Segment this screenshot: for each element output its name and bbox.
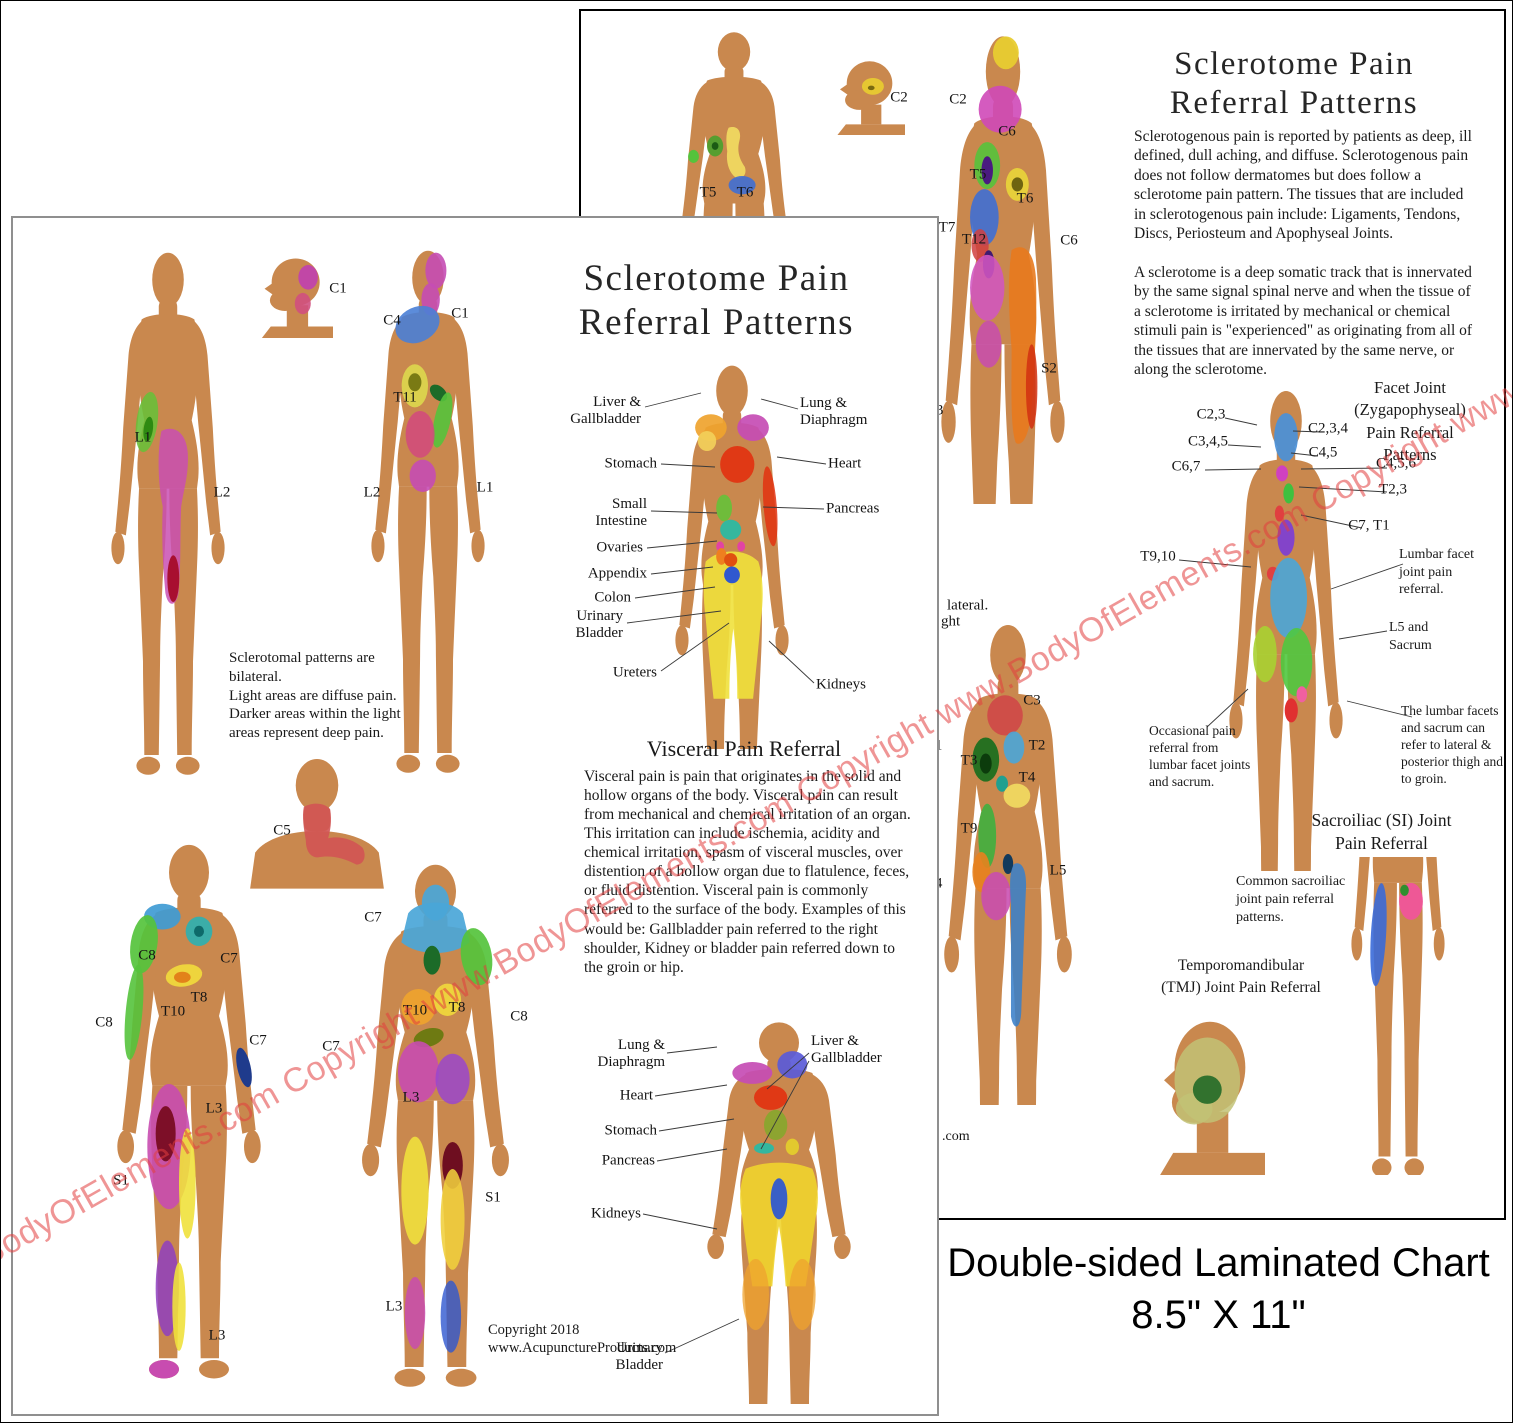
sacroiliac-heading: Sacroiliac (SI) Joint Pain Referral bbox=[1311, 810, 1452, 853]
bilateral-note: Sclerotomal patterns are bilateral. Ligh… bbox=[229, 650, 401, 741]
product-caption: Double-sided Laminated Chart 8.5" X 11" bbox=[926, 1237, 1511, 1341]
back-intro-paragraph-1: Sclerotogenous pain is reported by patie… bbox=[1134, 128, 1472, 242]
back-upper-posterior-figure bbox=[941, 36, 1065, 504]
c1-head-profile bbox=[261, 258, 333, 338]
lower-posterior-figure bbox=[362, 864, 509, 1387]
visceral-pain-paragraph: Visceral pain is pain that originates in… bbox=[584, 768, 911, 976]
front-posterior-figure bbox=[371, 250, 485, 773]
tmj-head-figure bbox=[1160, 1021, 1265, 1175]
front-page-title: Sclerotome Pain Referral Patterns bbox=[554, 257, 879, 344]
facet-note-occasional: Occasional pain referral from lumbar fac… bbox=[1149, 723, 1251, 789]
front-title-line1: Sclerotome Pain bbox=[583, 258, 850, 299]
si-joint-figure bbox=[1351, 857, 1445, 1175]
copyright-line1: Copyright 2018 bbox=[488, 1322, 580, 1338]
caption-line2: 8.5" X 11" bbox=[1131, 1293, 1306, 1337]
back-title-line2: Referral Patterns bbox=[1169, 84, 1419, 121]
sacroiliac-note: Common sacroiliac joint pain referral pa… bbox=[1236, 874, 1346, 926]
c5-neck-figure bbox=[250, 759, 384, 889]
visceral-anterior-figure bbox=[675, 365, 789, 749]
tmj-heading: Temporomandibular (TMJ) Joint Pain Refer… bbox=[1161, 957, 1321, 996]
back-mid-posterior-figure bbox=[944, 625, 1072, 1105]
caption-line1: Double-sided Laminated Chart bbox=[947, 1241, 1490, 1285]
copyright-line2: www.AcupunctureProducts.com bbox=[488, 1340, 677, 1357]
lower-anterior-figure bbox=[117, 844, 261, 1379]
back-page-title: Sclerotome Pain Referral Patterns bbox=[1134, 45, 1454, 123]
facet-note-l5-sacrum: L5 and Sacrum bbox=[1389, 620, 1432, 653]
front-title-line2: Referral Patterns bbox=[578, 301, 855, 343]
facet-joint-heading: Facet Joint (Zygapophyseal) Pain Referra… bbox=[1354, 378, 1466, 464]
back-intro-paragraph-2: A sclerotome is a deep somatic track tha… bbox=[1134, 264, 1473, 378]
facet-note-referral: The lumbar facets and sacrum can refer t… bbox=[1401, 703, 1503, 786]
facet-joint-figure bbox=[1229, 391, 1343, 871]
front-anterior-figure bbox=[111, 252, 225, 775]
c2-head-profile bbox=[837, 61, 905, 135]
back-title-line1: Sclerotome Pain bbox=[1174, 46, 1414, 82]
copyright-note: Copyright 2018 www.AcupunctureProducts.c… bbox=[488, 1321, 676, 1357]
back-chest-figure bbox=[675, 32, 793, 227]
facet-note-lumbar: Lumbar facet joint pain referral. bbox=[1399, 547, 1475, 597]
visceral-pain-heading: Visceral Pain Referral bbox=[646, 736, 842, 761]
